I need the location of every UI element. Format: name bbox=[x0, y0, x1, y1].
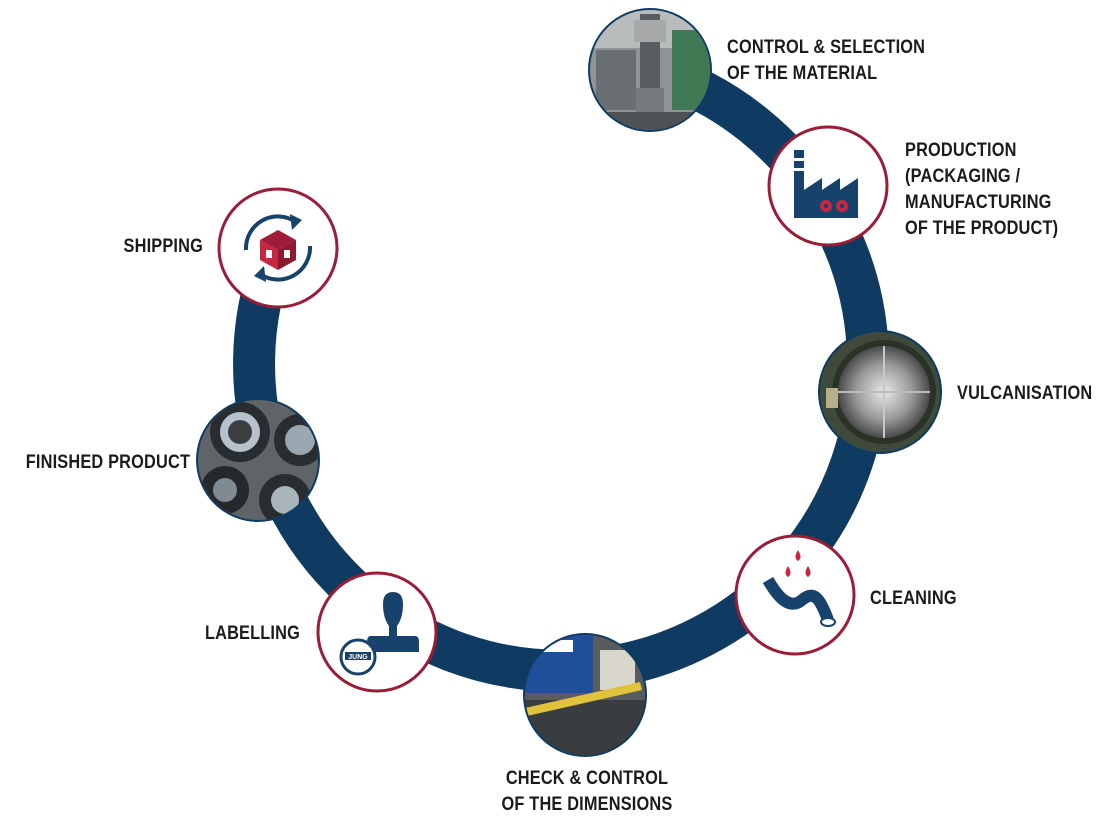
label-finished-product: FINISHED PRODUCT bbox=[25, 450, 191, 476]
finished-product-photo-node bbox=[196, 398, 320, 522]
label-line: PRODUCTION bbox=[905, 140, 1017, 161]
label-line: (PACKAGING / bbox=[905, 166, 1021, 187]
label-production: PRODUCTION (PACKAGING / MANUFACTURING OF… bbox=[905, 138, 1058, 242]
label-vulcanisation: VULCANISATION bbox=[957, 381, 1092, 407]
label-line: OF THE PRODUCT) bbox=[905, 218, 1059, 239]
label-line: OF THE DIMENSIONS bbox=[501, 794, 673, 815]
hose-drops-icon bbox=[762, 550, 836, 627]
label-line: OF THE MATERIAL bbox=[727, 63, 878, 84]
label-line: CONTROL & SELECTION bbox=[727, 37, 926, 58]
label-control-selection: CONTROL & SELECTION OF THE MATERIAL bbox=[727, 35, 925, 87]
label-line: VULCANISATION bbox=[957, 383, 1093, 404]
label-line: CHECK & CONTROL bbox=[505, 768, 669, 789]
label-line: MANUFACTURING bbox=[905, 192, 1052, 213]
label-cleaning: CLEANING bbox=[870, 586, 957, 612]
label-line: FINISHED PRODUCT bbox=[25, 452, 191, 473]
control-material-photo-node bbox=[588, 8, 712, 132]
check-dimensions-photo-node bbox=[523, 633, 647, 757]
stamp-text: JUNG bbox=[348, 654, 368, 661]
label-shipping: SHIPPING bbox=[97, 234, 203, 260]
label-labelling: LABELLING bbox=[171, 621, 300, 647]
factory-gears-icon bbox=[791, 150, 858, 218]
production-icon-node bbox=[767, 125, 889, 247]
label-check-dimensions: CHECK & CONTROL OF THE DIMENSIONS bbox=[486, 766, 687, 818]
stamp-icon: JUNG bbox=[339, 592, 419, 676]
label-line: CLEANING bbox=[870, 588, 957, 609]
cleaning-icon-node bbox=[734, 534, 856, 656]
label-line: LABELLING bbox=[204, 623, 300, 644]
label-line: SHIPPING bbox=[123, 236, 203, 257]
shipping-icon-node bbox=[217, 187, 339, 309]
vulcanisation-photo-node bbox=[818, 330, 942, 454]
shipping-cycle-icon bbox=[243, 214, 313, 282]
labelling-icon-node: JUNG bbox=[316, 571, 438, 693]
